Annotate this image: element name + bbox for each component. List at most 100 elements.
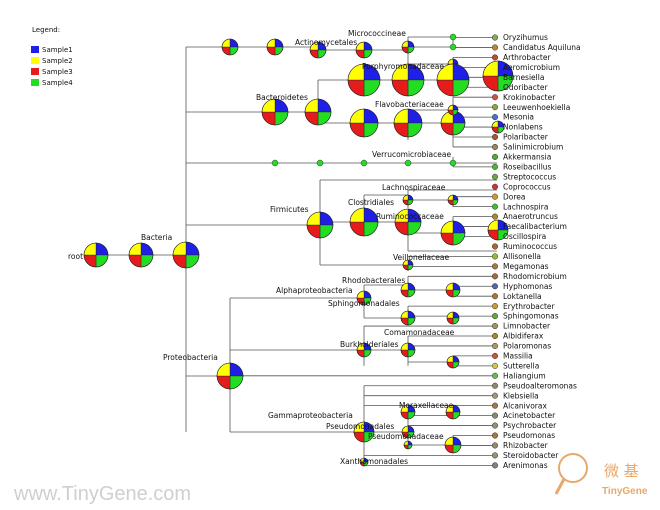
node-oryz-node-dot [449,33,457,41]
node-pseudo-inner-outline [403,440,413,450]
node-firmicutes-outline [306,211,334,239]
label-bacteria: Bacteria [141,233,172,242]
leaf-node-18-dot [491,203,499,210]
leaf-label-16: Coprococcus [503,182,551,191]
node-comamonadaceae [400,342,416,358]
leaf-label-30: Limnobacter [503,322,551,331]
leaf-node-32-dot [491,342,499,350]
leaf-node-9 [491,114,499,121]
leaf-node-24-dot [491,263,499,270]
leaf-label-14: Roseibacillus [503,162,552,171]
node-actino-1 [221,38,239,56]
leaf-node-30-dot [491,323,499,330]
leaf-node-11-dot [491,133,499,141]
leaf-node-29-dot [491,313,499,320]
node-actino-3-outline [309,41,327,59]
node-bacteria-sub-outline [172,241,200,269]
node-pseudomonadaceae-outline [444,436,462,454]
node-burkholderiales [356,342,372,358]
leaf-node-19 [491,213,499,220]
label-gammaproteobacteria: Gammaproteobacteria [268,411,353,420]
leaf-node-29 [491,313,499,320]
node-verr-1 [271,159,279,167]
node-massilia-node-outline [446,355,460,369]
leaf-label-1: Oryzihumus [503,33,548,42]
node-ruminococcaceae-outline [394,208,422,236]
node-mesonia-node [491,120,505,134]
leaf-label-43: Steroidobacter [503,451,559,460]
leaf-label-26: Hyphomonas [503,282,552,291]
node-flavo-1-outline [349,108,379,138]
node-ruminococcaceae [394,208,422,236]
leaf-node-18 [491,203,499,210]
leaf-node-11 [491,133,499,141]
node-bacteroidetes-2 [304,98,332,126]
leaf-node-25 [491,273,499,280]
node-dorea-node [447,194,459,206]
legend-item-sample1: Sample1 [31,46,73,54]
node-rumino-2 [440,220,466,246]
leaf-node-26 [491,283,499,290]
label-burkholderiales: Burkholderiales [340,340,399,349]
leaf-node-36-dot [491,382,499,389]
node-flavo-1 [349,108,379,138]
node-porph-3 [436,63,470,97]
leaf-node-17-dot [491,193,499,200]
leaf-node-38-dot [491,402,499,409]
label-bacteroidetes: Bacteroidetes [256,93,308,102]
node-bacteria-outline [128,242,154,268]
label-actinomycetales: Actinomycetales [295,38,357,47]
legend-label-sample1: Sample1 [42,46,73,54]
leaf-label-34: Sutterella [503,361,539,370]
leaf-node-13-dot [491,153,499,160]
label-veillonellaceae: Veillonellaceae [393,253,449,262]
node-verr-1-dot [271,159,279,167]
node-micrococcineae-outline [401,40,415,54]
leaf-node-34 [491,362,499,369]
leaf-node-1 [491,34,499,41]
legend: Legend: Sample1 Sample2 Sample3 Sample4 [31,26,73,87]
label-firmicutes: Firmicutes [270,205,309,214]
leaf-node-16 [491,183,499,190]
leaf-label-4: Aeromicrobium [503,63,560,72]
leaf-node-34-dot [491,362,499,369]
magnifier-handle-icon [554,478,566,495]
leaf-label-41: Pseudomonas [503,431,555,440]
node-rhodobacterales [400,282,416,298]
node-moraxellaceae [400,404,416,420]
node-alcani-node-outline [445,404,461,420]
tinygene-logo: 微 基 TinyGene [554,453,648,497]
leaf-node-23 [491,253,499,260]
leaf-node-33-dot [491,352,499,359]
node-porphyromonadaceae [482,60,514,92]
node-massilia-node [446,355,460,369]
leaf-node-23-dot [491,253,499,260]
label-alphaproteobacteria: Alphaproteobacteria [276,286,353,295]
node-porph-1 [347,63,381,97]
node-moraxellaceae-outline [400,404,416,420]
leaf-node-42-dot [491,442,499,449]
label-comamonadaceae: Comamonadaceae [384,328,455,337]
node-actinomycetales-outline [355,41,373,59]
leaf-node-43-dot [491,452,499,459]
leaf-label-25: Rhodomicrobium [503,272,567,281]
label-clostridiales: Clostridiales [348,198,394,207]
leaf-node-40 [491,422,499,429]
node-flavo-2 [393,108,423,138]
leaf-label-8: Leeuwenhoekiella [503,103,570,112]
leaf-node-27-dot [491,293,499,300]
node-oryz-node [449,33,457,41]
leaf-node-41 [491,432,499,439]
leaf-node-16-dot [491,183,499,190]
magnifier-icon [558,453,588,483]
leaf-label-38: Alcanivorax [503,401,547,410]
leaf-node-26-dot [491,283,499,290]
node-sphingo-node-outline [446,311,460,325]
leaf-label-17: Dorea [503,192,526,201]
leaf-node-14-dot [491,163,499,170]
leaf-label-19: Anaerotruncus [503,212,558,221]
node-lachnospiraceae [402,194,414,206]
node-hypho-node-outline [445,282,461,298]
leaf-label-31: Albidiferax [503,332,544,341]
node-root [83,242,109,268]
